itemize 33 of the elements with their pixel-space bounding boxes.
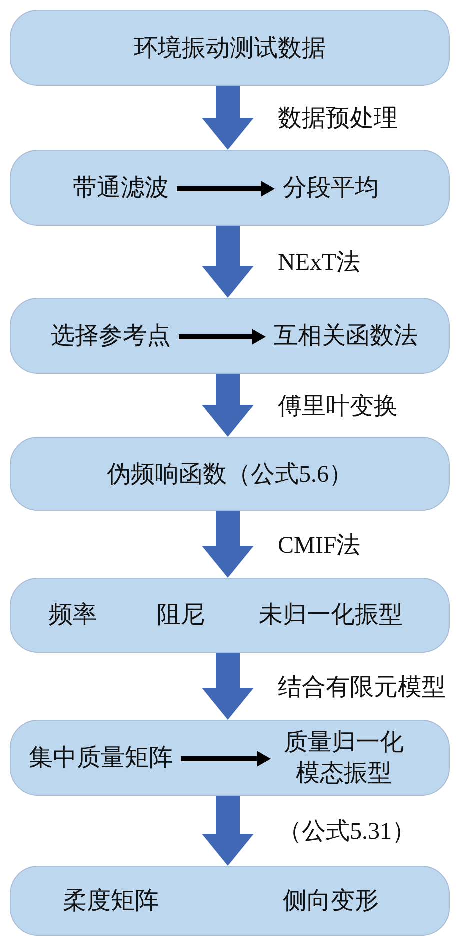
step-label: 质量归一化模态振型 — [279, 728, 409, 790]
result-label: 阻尼 — [157, 601, 205, 630]
step-label: 选择参考点 — [51, 321, 171, 353]
process-box — [10, 866, 450, 936]
process-box: 伪频响函数（公式5.6） — [10, 437, 450, 511]
arrow — [179, 329, 266, 345]
step-label: 分段平均 — [283, 173, 379, 205]
edge-label: CMIF法 — [278, 532, 361, 560]
arrow — [181, 751, 271, 767]
arrow — [177, 181, 275, 197]
process-box — [10, 298, 450, 374]
step-label: 带通滤波 — [73, 173, 169, 205]
block-arrow — [202, 86, 254, 150]
result-label: 频率 — [49, 601, 97, 630]
edge-label: 结合有限元模型 — [278, 674, 446, 702]
process-box: 环境振动测试数据 — [10, 10, 450, 86]
block-arrow — [202, 511, 254, 578]
block-arrow — [202, 226, 254, 298]
edge-label: NExT法 — [278, 249, 361, 278]
edge-label: 傅里叶变换 — [278, 392, 398, 422]
edge-label: 数据预处理 — [278, 105, 398, 134]
block-arrow — [202, 374, 254, 437]
step-label: 互相关函数法 — [274, 321, 418, 353]
step-label: 柔度矩阵 — [63, 886, 159, 918]
result-label: 未归一化振型 — [259, 601, 403, 630]
block-arrow — [202, 796, 254, 866]
process-box — [10, 578, 450, 653]
process-box — [10, 150, 450, 226]
step-label: 侧向变形 — [283, 886, 379, 918]
step-label: 集中质量矩阵 — [29, 743, 173, 775]
block-arrow — [202, 653, 254, 720]
edge-label: （公式5.31） — [278, 818, 416, 847]
process-box — [10, 720, 450, 796]
